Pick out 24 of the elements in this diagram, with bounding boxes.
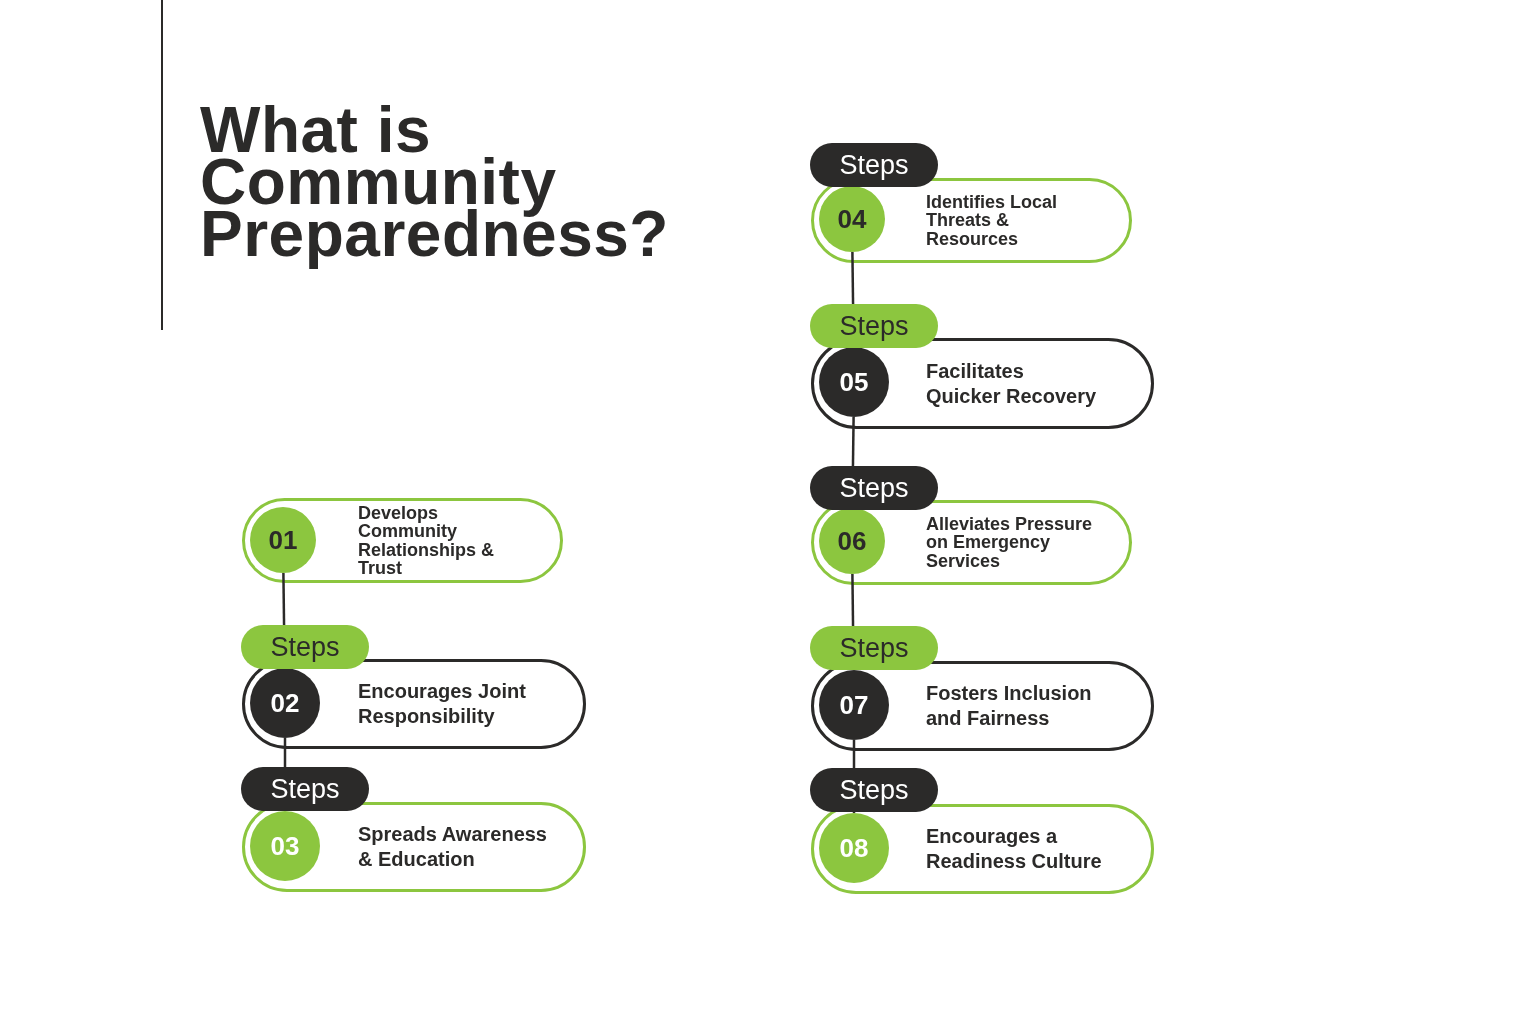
step-text: Alleviates Pressure on Emergency Services	[926, 514, 1094, 571]
step-text: Encourages Joint Responsibility	[358, 679, 527, 729]
steps-tab: Steps	[810, 626, 938, 670]
step-number-circle: 08	[819, 813, 889, 883]
page-title: What is Community Preparedness?	[200, 94, 670, 272]
step-text: Fosters Inclusion and Fairness	[926, 681, 1093, 731]
step-number-circle: 03	[250, 811, 320, 881]
step-number-circle: 06	[819, 508, 885, 574]
steps-tab: Steps	[810, 768, 938, 812]
steps-tab: Steps	[810, 466, 938, 510]
step-text: Encourages a Readiness Culture	[926, 824, 1103, 874]
step-number-circle: 05	[819, 347, 889, 417]
step-text: Develops Community Relationships & Trust	[358, 503, 496, 578]
steps-tab: Steps	[810, 304, 938, 348]
steps-tab: Steps	[241, 625, 369, 669]
step-number-circle: 01	[250, 507, 316, 573]
step-text: Identifies Local Threats & Resources	[926, 192, 1059, 249]
step-text: Spreads Awareness & Education	[358, 822, 548, 872]
step-number-circle: 02	[250, 668, 320, 738]
step-number-circle: 07	[819, 670, 889, 740]
steps-tab: Steps	[241, 767, 369, 811]
steps-tab: Steps	[810, 143, 938, 187]
step-number-circle: 04	[819, 186, 885, 252]
step-text: Facilitates Quicker Recovery	[926, 358, 1098, 409]
